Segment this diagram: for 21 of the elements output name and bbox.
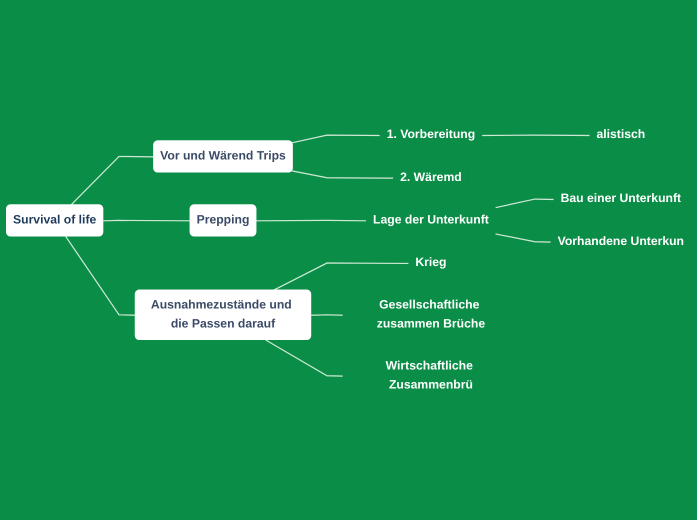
connector [292,170,394,179]
node-text: 2. Wäremd [400,170,462,184]
node-text: Vorhandene Unterkun [558,234,684,248]
node-text: 1. Vorbereitung [386,128,476,142]
connector [265,339,344,377]
connector [70,156,154,206]
node-text: alistisch [596,128,646,142]
node-text: Bau einer Unterkunft [560,192,682,206]
node-text: Wirtschaftliche Zusammenbrü [386,359,473,392]
node-text: Krieg [415,256,446,270]
connector [495,233,552,243]
node-text: Gesellschaftliche zusammen Brüche [376,298,486,330]
connector [272,262,410,291]
connector [482,134,590,136]
connector [65,236,136,316]
connector [495,198,554,208]
connector [311,314,344,316]
connector [103,220,190,222]
connector [292,134,381,144]
node-text: Lage der Unterkunft [373,212,489,227]
connector [256,220,367,222]
